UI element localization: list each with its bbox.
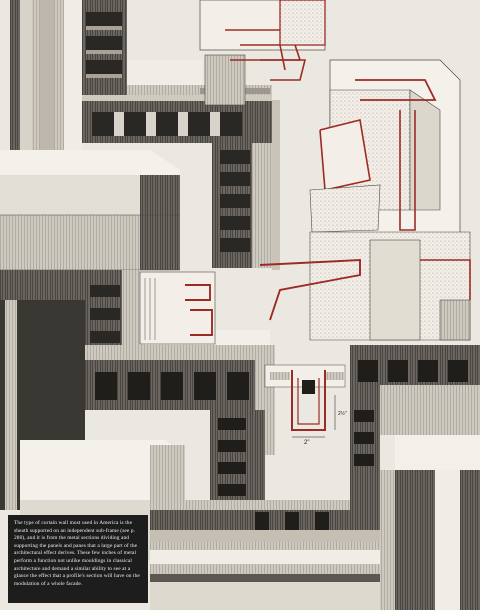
curtain-wall-detail-top	[199, 0, 326, 106]
dimension-depth: 2½"	[338, 410, 347, 417]
mullion-section-drawing: 2" 2½"	[264, 364, 347, 446]
cornice-upper-left	[0, 0, 280, 271]
cornice-lower-right	[350, 345, 480, 610]
curtain-wall-detail-right	[259, 59, 471, 341]
dimension-width: 2"	[304, 440, 309, 446]
caption-box: The type of curtain wall most used in Am…	[8, 515, 148, 603]
cornice-lower-left	[0, 270, 380, 610]
caption-text: The type of curtain wall most used in Am…	[14, 520, 140, 587]
mullion-detail-left	[139, 271, 216, 345]
